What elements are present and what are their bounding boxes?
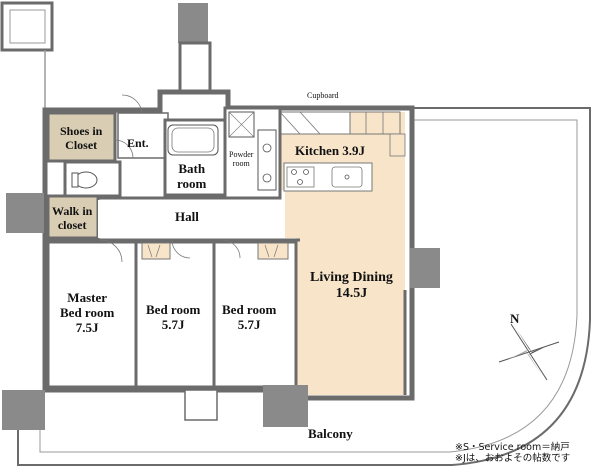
- cupboard-diagonal-2: [299, 111, 321, 135]
- column-right: [410, 248, 440, 288]
- bathtub-inner: [171, 127, 215, 153]
- toilet-tank: [71, 172, 79, 188]
- closet-door-swing: [114, 139, 134, 159]
- column-mid-left: [6, 193, 44, 233]
- powder-label: Powder room: [229, 150, 253, 168]
- washer-x-2: [228, 111, 255, 138]
- master-bedroom: [46, 240, 138, 389]
- walk-in-closet-line1: Walk in: [52, 204, 93, 218]
- kitchen-cabinet: [349, 111, 401, 135]
- bed1-door-swing: [171, 239, 191, 259]
- balcony-outline: [17, 107, 591, 466]
- living-dining-floor: [285, 155, 405, 395]
- bath-line1: Bath: [178, 161, 206, 176]
- closet-2-v2: [273, 244, 279, 258]
- living-dining-label: Living Dining 14.5J: [310, 270, 393, 302]
- master-door-swing: [99, 239, 123, 263]
- vanity: [257, 129, 277, 191]
- bed2-line2: 5.7J: [237, 316, 261, 332]
- bed1-label: Bed room 5.7J: [146, 302, 201, 333]
- hall-label: Hall: [175, 209, 199, 224]
- powder-line2: room: [232, 159, 250, 169]
- closet-2: [257, 242, 289, 260]
- column-bottom-left: [2, 390, 45, 430]
- walk-in-closet-line2: closet: [57, 217, 87, 232]
- bed2-line1: Bed room: [222, 302, 277, 317]
- master-line3: 7.5J: [75, 319, 99, 335]
- vanity-sink-1: [262, 143, 272, 153]
- stove-burner-3: [297, 179, 303, 185]
- cupboard-diagonal-1: [279, 111, 301, 135]
- bed2-label: Bed room 5.7J: [222, 302, 277, 333]
- compass-icon: [498, 323, 560, 381]
- compass-north-label: N: [510, 311, 520, 326]
- shoes-closet-line2: Closet: [65, 137, 98, 152]
- note-service-room: ※S・Service room＝納戸: [455, 442, 570, 453]
- entrance-door-swing: [121, 94, 143, 114]
- stove-burner-2: [303, 169, 309, 175]
- master-line2: Bed room: [60, 304, 115, 320]
- powder-line1: Powder: [229, 150, 254, 159]
- shaft-column: [178, 3, 208, 43]
- side-cabinet: [389, 133, 406, 157]
- shoes-closet-line1: Shoes in: [60, 124, 103, 138]
- notes: ※S・Service room＝納戸 ※Jは、おおよその帖数です: [455, 442, 570, 465]
- cupboard-label: Cupboard: [307, 91, 339, 100]
- master-label: Master Bed room 7.5J: [60, 290, 115, 336]
- bed2-door-swing: [221, 239, 241, 259]
- bath-line2: room: [177, 175, 207, 191]
- kitchen-sink: [331, 166, 363, 188]
- note-jou-approx: ※Jは、おおよその帖数です: [455, 453, 571, 465]
- shoes-closet-label: Shoes in Closet: [60, 124, 103, 153]
- balcony-unit: [184, 389, 218, 421]
- shoes-closet-fill: [46, 111, 117, 163]
- hall-floor: [98, 200, 285, 238]
- bed1-line1: Bed room: [146, 302, 201, 317]
- top-left-structure-inner: [9, 9, 46, 44]
- living-dining-line2: 14.5J: [335, 286, 368, 302]
- entrance-floor: [117, 112, 169, 159]
- bed1-line2: 5.7J: [161, 316, 185, 332]
- vanity-sink-2: [262, 173, 272, 183]
- kitchen-label: Kitchen 3.9J: [295, 143, 366, 158]
- closet-1-v1: [147, 244, 153, 258]
- bedroom-1: [134, 240, 216, 389]
- bath-label: Bath room: [177, 161, 207, 192]
- sink-drain: [344, 174, 350, 180]
- living-dining-line1: Living Dining: [310, 270, 393, 285]
- stove-area: [286, 166, 315, 188]
- stove-burner-1: [291, 169, 297, 175]
- column-bottom-middle: [263, 385, 308, 427]
- walk-in-closet-label: Walk in closet: [52, 204, 93, 233]
- closet-1-v2: [155, 244, 161, 258]
- balcony-inner-outline: [39, 119, 578, 453]
- master-line1: Master: [67, 290, 107, 305]
- balcony-label: Balcony: [308, 426, 353, 441]
- closet-2-v1: [264, 244, 270, 258]
- bedroom-2: [212, 240, 298, 389]
- entrance-label: Ent.: [127, 136, 149, 150]
